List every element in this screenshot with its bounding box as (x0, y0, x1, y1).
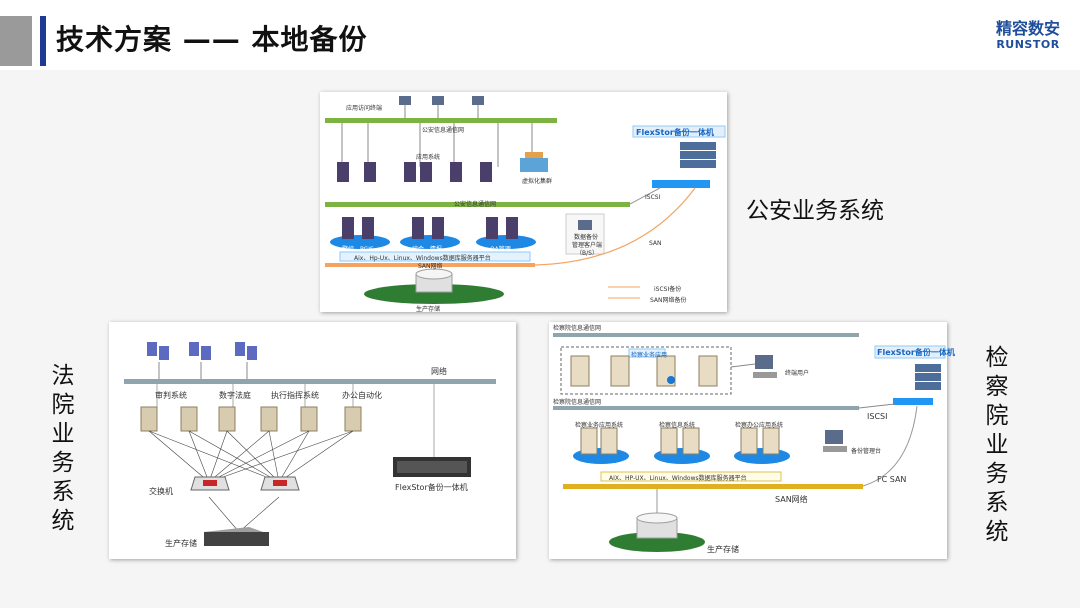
proc-char-5: 务 (985, 461, 1009, 487)
proc-net2-label: 检察院信息通信网 (553, 399, 602, 406)
police-core-net-label: 公安信息通信网 (454, 201, 497, 208)
proc-top-servers (570, 355, 718, 387)
header-bar (0, 0, 1080, 70)
proc-terminal-label: 终端用户 (785, 370, 810, 377)
court-terminal-icons (147, 342, 257, 360)
proc-char-4: 业 (985, 432, 1009, 458)
proc-storage-base (609, 532, 705, 552)
court-char-5: 系 (51, 479, 75, 505)
device-label-box (632, 125, 726, 138)
proc-console-icon (823, 430, 847, 452)
proc-console-label: 备份管理台 (851, 448, 882, 455)
police-group-1-label: 警综、PGIS (342, 246, 374, 253)
court-diagram-panel: 网络 审判系统 数字法庭 执行指挥系统 办公自动化 交换机 FlexStor备份… (109, 322, 516, 559)
proc-char-2: 察 (985, 374, 1009, 400)
proc-group-3-label: 检察办公应用系统 (735, 422, 784, 429)
proc-top-net-bar (553, 333, 859, 337)
proc-group-1-label: 检察业务应用系统 (575, 422, 624, 429)
proc-top-net-label: 检察院信息通信网 (553, 325, 602, 332)
proc-group-2-label: 检察信息系统 (659, 422, 696, 429)
terminal-icons (399, 96, 484, 105)
proc-db-servers (580, 427, 780, 455)
court-system-4: 办公自动化 (342, 391, 382, 400)
police-client2-label: 管理客户端 (572, 242, 603, 249)
police-client3-label: （B/S） (576, 250, 598, 257)
court-flexstor-device (393, 457, 471, 477)
flexstor-device-icon (680, 142, 716, 168)
police-storage-label: 生产存储 (416, 306, 441, 313)
platform-bar (339, 251, 531, 262)
police-legend-san: SAN网络备份 (650, 297, 687, 304)
header-gray-block (0, 16, 32, 66)
proc-platform-label: AIX、HP-UX、Linux、Windows数据库服务器平台 (609, 475, 747, 482)
proc-char-7: 统 (985, 519, 1009, 545)
proc-san-bar (563, 484, 863, 489)
court-diagram-svg (124, 342, 496, 546)
cluster-icon (520, 152, 548, 172)
court-char-2: 院 (51, 392, 75, 418)
police-san-net-label: SAN网络 (418, 263, 443, 270)
police-cluster-label: 虚拟化集群 (522, 178, 553, 185)
court-char-1: 法 (51, 363, 75, 389)
logo-en-text: RUNSTOR (996, 38, 1060, 51)
proc-fc-label: FC SAN (877, 475, 907, 484)
police-iscsi-label: ISCSI (645, 194, 661, 201)
proc-terminal-icon (753, 355, 777, 378)
police-app-net2-label: 公安信息通信网 (422, 127, 465, 134)
proc-second-net-bar (553, 406, 859, 410)
company-logo: 精容数安 RUNSTOR (996, 19, 1061, 52)
proc-device-label: FlexStor备份一体机 (877, 348, 955, 357)
proc-iscsi-label: ISCSI (867, 412, 888, 421)
police-device-label: FlexStor备份一体机 (636, 128, 714, 137)
proc-dashed-box (560, 346, 732, 395)
court-storage-icon (204, 527, 269, 546)
proc-char-6: 系 (985, 490, 1009, 516)
page-title: 技术方案 —— 本地备份 (56, 23, 368, 56)
court-servers (140, 406, 362, 432)
proc-device-label-box (874, 345, 946, 359)
police-app-net-label: 应用访问终端 (346, 105, 383, 112)
court-device-label: FlexStor备份一体机 (395, 483, 468, 492)
san-bar (325, 263, 535, 267)
proc-storage-label: 生产存储 (707, 545, 739, 554)
police-diagram-svg (325, 96, 726, 304)
proc-char-1: 检 (985, 345, 1009, 371)
device-switch (652, 180, 710, 188)
proc-box-label: 检察业务应用 (631, 352, 668, 359)
police-app-sys-label: 应用系统 (416, 154, 441, 161)
core-network-bar (325, 202, 630, 207)
police-system-label: 公安业务系统 (746, 198, 884, 224)
court-system-2: 数字法庭 (219, 391, 251, 400)
police-group-3-label: OA管理 (490, 246, 511, 253)
police-group-2-label: 综合、情报 (412, 246, 443, 253)
police-client-label: 数据备份 (574, 234, 599, 241)
proc-san-label: SAN网络 (775, 495, 808, 504)
police-legend-iscsi: iSCSI备份 (654, 286, 682, 293)
court-network-bar (124, 379, 496, 384)
court-char-3: 业 (51, 421, 75, 447)
logo-cn-text: 精容数安 (996, 19, 1061, 38)
police-diagram-panel: 应用访问终端 公安信息通信网 应用系统 虚拟化集群 公安信息通信网 警综、PGI… (320, 92, 727, 313)
proc-diagram-svg (553, 333, 946, 552)
app-servers (337, 162, 492, 182)
storage-base (364, 284, 504, 304)
court-storage-label: 生产存储 (165, 539, 197, 548)
court-network-label: 网络 (431, 367, 447, 376)
court-char-4: 务 (51, 450, 75, 476)
court-char-6: 统 (51, 508, 75, 534)
court-system-3: 执行指挥系统 (271, 391, 319, 400)
procuratorate-diagram-panel: 检察院信息通信网 检察业务应用 终端用户 检察院信息通信网 FlexStor备份… (549, 322, 955, 559)
proc-char-3: 院 (985, 403, 1009, 429)
switch-icons (190, 476, 300, 491)
court-switch-label: 交换机 (149, 487, 173, 496)
proc-flexstor-device-icon (915, 364, 941, 390)
header-accent-bar (40, 16, 46, 66)
proc-platform-bar (600, 471, 782, 482)
db-servers (342, 217, 518, 239)
police-san-label: SAN (649, 240, 662, 247)
app-network-bar (325, 118, 557, 123)
police-platform-label: Aix、Hp-Ux、Linux、Windows数据库服务器平台 (354, 255, 491, 262)
court-system-1: 审判系统 (155, 391, 187, 400)
